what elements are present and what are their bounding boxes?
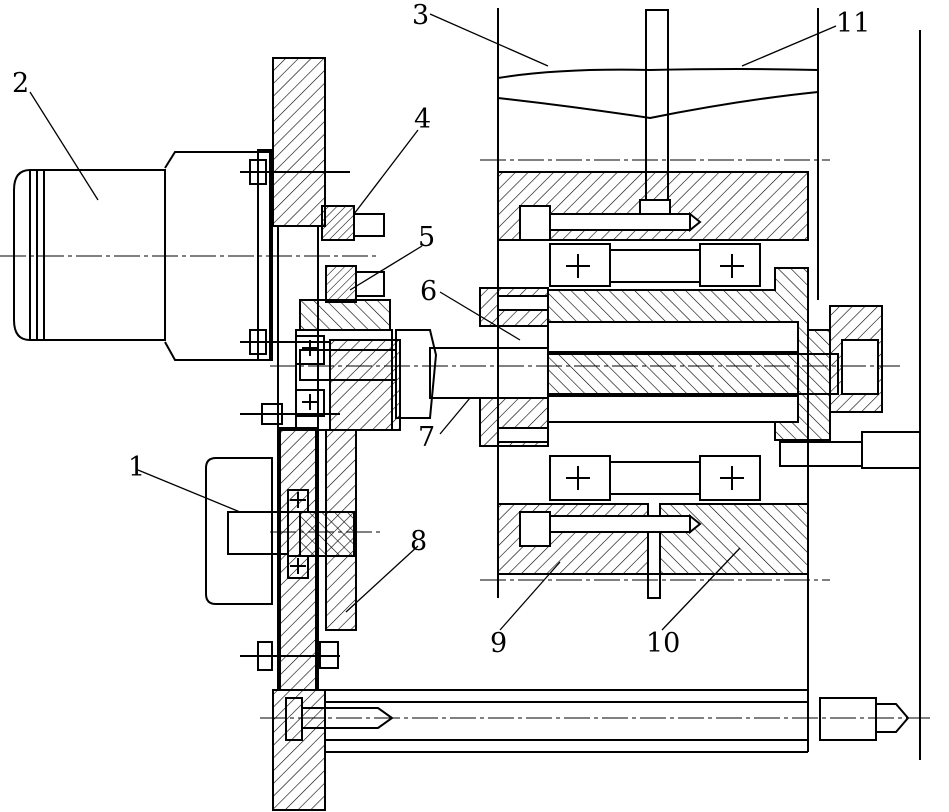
- gearbox-housing-1: [205, 457, 289, 605]
- upper-ring: [497, 171, 809, 241]
- callout-10: 10: [646, 628, 680, 659]
- callout-7: 7: [418, 422, 435, 453]
- center-lines: [0, 159, 930, 719]
- lower-ring: [497, 503, 809, 599]
- plate-bolts: [240, 159, 350, 671]
- callout-8: 8: [410, 526, 427, 557]
- motor: [13, 149, 273, 361]
- callout-6: 6: [420, 276, 437, 307]
- callout-11: 11: [836, 8, 870, 39]
- end-nut: [779, 305, 921, 469]
- bearing-marks: [290, 254, 744, 574]
- callout-3: 3: [412, 0, 429, 31]
- leader-lines: [29, 13, 837, 631]
- callout-labels: 2 3 11 4 5 6 7 1 8 9 10: [12, 0, 870, 659]
- callout-5: 5: [418, 222, 435, 253]
- callout-4: 4: [414, 104, 431, 135]
- mounting-plate: [272, 57, 326, 811]
- callout-9: 9: [490, 628, 507, 659]
- guide-rod: [285, 598, 910, 753]
- callout-1: 1: [128, 452, 145, 483]
- callout-2: 2: [12, 68, 29, 99]
- hub-flange: [479, 267, 831, 447]
- small-gears: [287, 205, 401, 631]
